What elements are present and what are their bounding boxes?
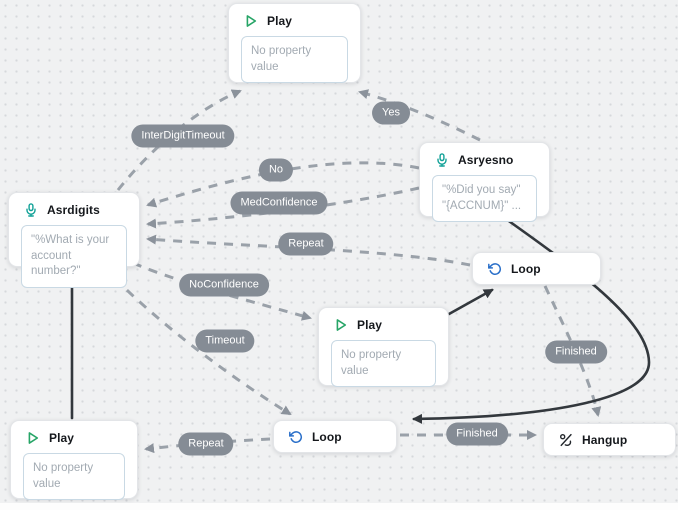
property-box[interactable]: No property value: [331, 340, 436, 388]
edge-play-mid-to-loop[interactable]: [447, 288, 494, 316]
edge-label-noconfidence[interactable]: NoConfidence: [179, 273, 269, 297]
edge-asryesno-to-bottom-loop[interactable]: [412, 217, 651, 424]
edge-label-repeat-to-asrdigits[interactable]: Repeat: [278, 232, 334, 256]
edge-interdigittimeout[interactable]: [116, 89, 242, 191]
node-header: Play: [319, 308, 448, 337]
microphone-icon: [23, 202, 38, 217]
edge-label-interdigittimeout[interactable]: InterDigitTimeout: [131, 124, 235, 148]
node-play-top[interactable]: Play No property value: [228, 3, 361, 84]
property-text: "%What is your account number?": [31, 234, 110, 278]
play-icon: [333, 317, 348, 332]
node-header: Asrdigits: [9, 193, 139, 222]
node-title: Play: [49, 430, 75, 445]
edge-label-yes[interactable]: Yes: [372, 101, 410, 125]
node-asrdigits[interactable]: Asrdigits "%What is your account number?…: [8, 192, 140, 288]
edge-label-medconfidence[interactable]: MedConfidence: [230, 191, 328, 215]
loop-icon: [288, 429, 303, 444]
property-box[interactable]: No property value: [241, 36, 348, 84]
node-title: Asrdigits: [47, 202, 100, 217]
property-box[interactable]: "%What is your account number?": [21, 225, 127, 288]
node-title: Play: [267, 13, 293, 28]
edge-label-finished-from-bottom-loop[interactable]: Finished: [446, 422, 508, 446]
node-header: Asryesno: [420, 143, 549, 172]
node-title: Loop: [511, 261, 541, 276]
edge-label-timeout[interactable]: Timeout: [195, 329, 255, 353]
property-placeholder: No property value: [33, 462, 94, 490]
edge-label-finished-from-loop[interactable]: Finished: [545, 340, 607, 364]
play-icon: [25, 430, 40, 445]
node-header: Loop: [274, 421, 396, 452]
property-text-line2: "{ACCNUM}" ...: [442, 199, 522, 212]
node-hangup[interactable]: Hangup: [543, 423, 676, 456]
property-placeholder: No property value: [341, 349, 402, 377]
node-header: Loop: [473, 253, 600, 284]
node-loop-bottom[interactable]: Loop: [273, 420, 397, 453]
property-box[interactable]: No property value: [23, 453, 125, 501]
node-title: Loop: [312, 429, 342, 444]
node-title: Asryesno: [458, 152, 514, 167]
node-title: Play: [357, 317, 383, 332]
edge-label-no[interactable]: No: [258, 158, 294, 182]
node-header: Hangup: [544, 424, 675, 455]
property-text-line1: "%Did you say": [442, 184, 521, 196]
node-title: Hangup: [582, 432, 628, 447]
edge-timeout[interactable]: [101, 264, 292, 416]
play-icon: [243, 13, 258, 28]
property-placeholder: No property value: [251, 45, 312, 73]
edge-label-repeat-to-play[interactable]: Repeat: [178, 432, 234, 456]
hangup-icon: [558, 432, 573, 447]
node-loop-right[interactable]: Loop: [472, 252, 601, 285]
loop-icon: [487, 261, 502, 276]
node-play-mid[interactable]: Play No property value: [318, 307, 449, 388]
node-header: Play: [11, 421, 137, 450]
canvas-bottom-edge: [0, 503, 678, 510]
node-asryesno[interactable]: Asryesno "%Did you say" "{ACCNUM}" ...: [419, 142, 550, 223]
node-play-bottom[interactable]: Play No property value: [10, 420, 138, 501]
node-header: Play: [229, 4, 360, 33]
property-box[interactable]: "%Did you say" "{ACCNUM}" ...: [432, 175, 537, 223]
microphone-icon: [434, 152, 449, 167]
